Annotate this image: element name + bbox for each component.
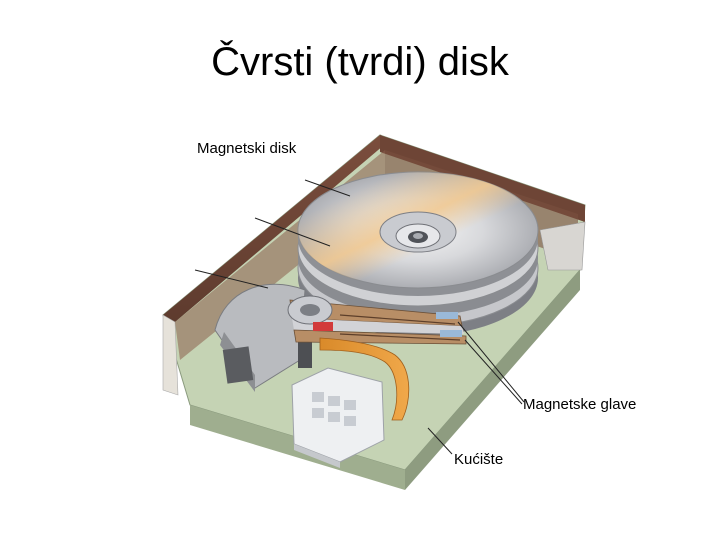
actuator-magnet [214, 283, 312, 392]
label-magnetic-disk: Magnetski disk [197, 140, 297, 157]
connector-block [291, 367, 385, 468]
slide-title: Čvrsti (tvrdi) disk [211, 40, 509, 84]
head-arm-assembly [287, 295, 467, 345]
flex-cable [319, 337, 410, 421]
label-housing: Kućište [454, 451, 504, 468]
label-pointer-lines [194, 179, 525, 455]
label-magnetic-heads: Magnetske glave [523, 396, 637, 413]
